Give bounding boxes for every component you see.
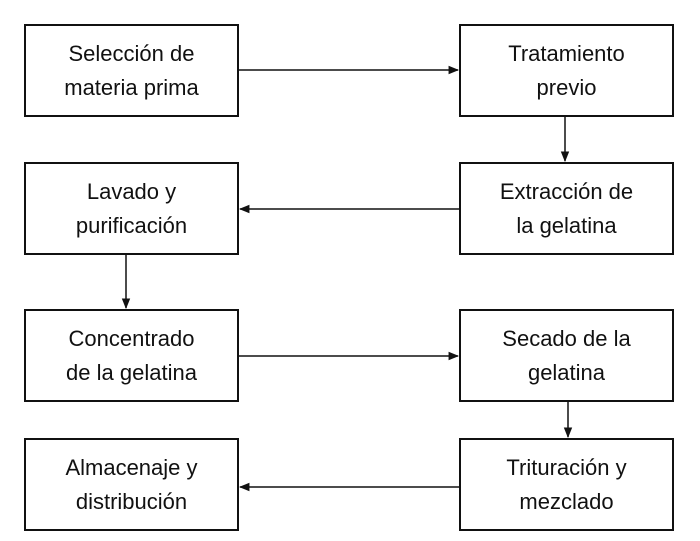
node-secado-label: Secado de la gelatina [502,325,631,385]
node-seleccion: Selección de materia prima [24,24,239,117]
node-concentrado-label: Concentrado de la gelatina [66,325,197,385]
node-tratamiento-label: Tratamiento previo [508,40,625,100]
node-extraccion-label: Extracción de la gelatina [499,178,634,238]
node-seleccion-label: Selección de materia prima [64,40,199,100]
node-lavado-label: Lavado y purificación [75,178,188,238]
node-almacenaje: Almacenaje y distribución [24,438,239,531]
node-concentrado: Concentrado de la gelatina [24,309,239,402]
node-secado: Secado de la gelatina [459,309,674,402]
node-tratamiento: Tratamiento previo [459,24,674,117]
node-almacenaje-label: Almacenaje y distribución [65,454,198,514]
node-extraccion: Extracción de la gelatina [459,162,674,255]
node-trituracion: Trituración y mezclado [459,438,674,531]
node-trituracion-label: Trituración y mezclado [506,454,627,514]
node-lavado: Lavado y purificación [24,162,239,255]
